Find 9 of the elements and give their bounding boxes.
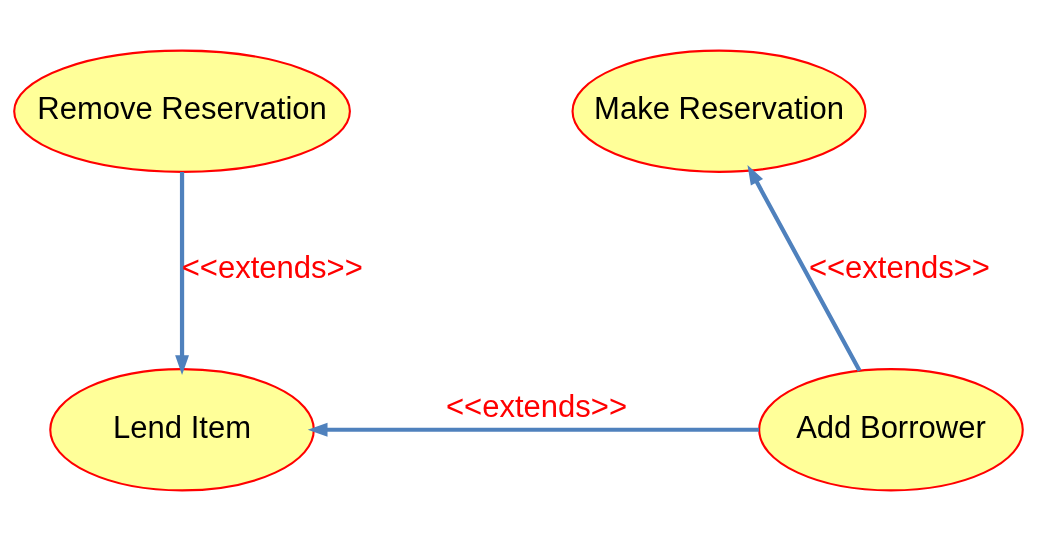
node-ellipse: Add Borrower	[758, 368, 1024, 492]
edge-label: <<extends>>	[808, 250, 990, 286]
arrow	[307, 422, 759, 437]
node-ellipse: Make Reservation	[571, 49, 867, 173]
edge-label: <<extends>>	[446, 388, 627, 424]
arrow	[175, 172, 189, 376]
node-ellipse: Lend Item	[49, 368, 315, 492]
node-ellipse: Remove Reservation	[13, 49, 351, 173]
arrow	[747, 164, 862, 372]
